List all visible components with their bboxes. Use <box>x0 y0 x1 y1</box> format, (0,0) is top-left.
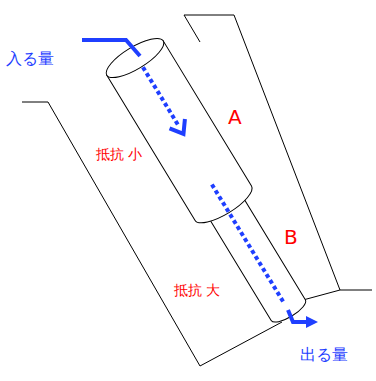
flow-label: 出る量 <box>300 346 348 364</box>
inflow-arrow <box>82 40 140 56</box>
section-label: A <box>228 106 242 129</box>
outflow-arrow <box>288 310 312 322</box>
tube <box>101 31 320 333</box>
flow-label: 入る量 <box>6 50 54 68</box>
resistance-label: 抵抗 小 <box>96 146 142 162</box>
resistance-label: 抵抗 大 <box>174 282 220 298</box>
flow-line <box>212 184 285 304</box>
section-label: B <box>284 226 298 249</box>
slab-outline <box>22 15 372 366</box>
flow-line <box>143 67 178 125</box>
flow-arrowhead <box>170 119 192 139</box>
